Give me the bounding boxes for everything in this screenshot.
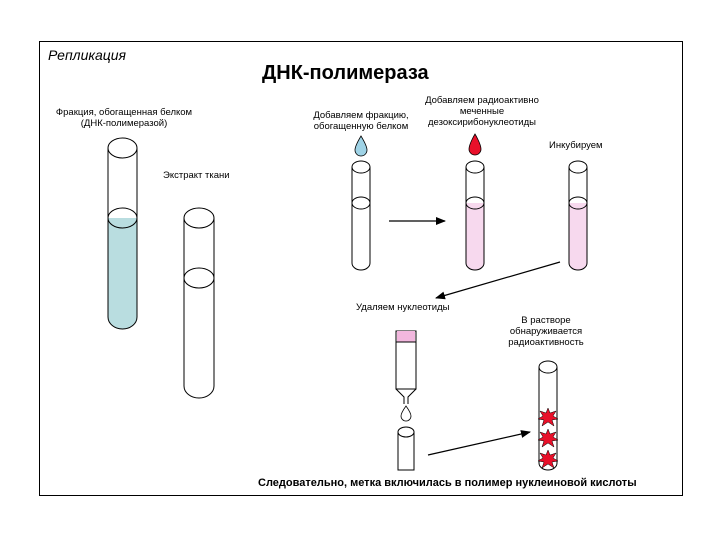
solution-line1: В растворе — [521, 315, 571, 326]
add-radio-label: Добавляем радиоактивно меченные дезоксир… — [418, 95, 546, 129]
solution-line2: обнаруживается — [509, 325, 583, 337]
add-radio-line2: меченные — [459, 105, 505, 117]
remove-label: Удаляем нуклеотиды — [356, 302, 450, 313]
filter-column — [395, 330, 417, 404]
solution-label: В растворе обнаруживается радиоактивност… — [496, 315, 596, 349]
radioactive-drop-icon — [468, 133, 482, 156]
arrow-to-result — [427, 430, 531, 456]
incubate-label: Инкубируем — [549, 140, 603, 151]
radioactivity-burst-icon — [537, 428, 559, 448]
result-tube — [537, 360, 559, 471]
add-fraction-label: Добавляем фракцию, обогащенную белком — [306, 110, 416, 133]
reaction-tube-1 — [351, 160, 371, 271]
diagram-frame — [39, 41, 683, 496]
radioactivity-burst-icon — [537, 407, 559, 427]
add-fraction-line1: Добавляем фракцию, — [313, 110, 409, 121]
reaction-tube-2 — [465, 160, 485, 271]
solution-line3: радиоактивность — [508, 336, 584, 348]
fraction-label-line2: (ДНК-полимеразой) — [80, 117, 168, 129]
filter-band — [397, 331, 415, 342]
fraction-label-line1: Фракция, обогащенная белком — [55, 107, 193, 118]
main-title: ДНК-полимераза — [262, 62, 429, 84]
radioactivity-burst-icon — [537, 449, 559, 469]
eluate-drop-icon — [400, 405, 412, 422]
conclusion-text: Следовательно, метка включилась в полиме… — [258, 477, 637, 489]
protein-drop-icon — [354, 135, 368, 157]
tube-3-liquid — [569, 203, 587, 270]
tube-2-liquid — [466, 203, 484, 270]
add-radio-line3: дезоксирибонуклеотиды — [428, 116, 536, 128]
fraction-tube — [107, 137, 138, 330]
add-radio-line1: Добавляем радиоактивно — [425, 95, 539, 106]
fraction-liquid — [108, 218, 137, 329]
arrow-to-filter — [435, 261, 561, 300]
extract-tube — [183, 207, 215, 399]
extract-label: Экстракт ткани — [163, 170, 230, 181]
reaction-tube-3 — [568, 160, 588, 271]
corner-title: Репликация — [48, 47, 127, 63]
add-fraction-line2: обогащенную белком — [313, 120, 409, 132]
collection-tube — [397, 426, 415, 471]
fraction-label: Фракция, обогащенная белком (ДНК-полимер… — [34, 107, 214, 130]
